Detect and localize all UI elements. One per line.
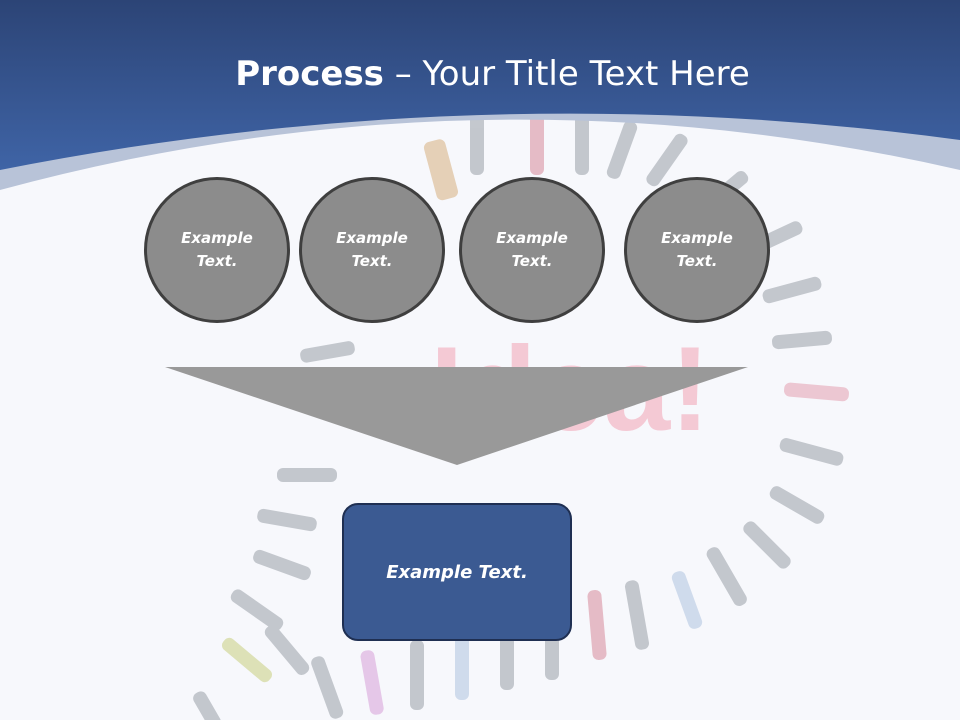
process-circle-2[interactable]: Example Text. bbox=[299, 177, 445, 323]
header-band bbox=[0, 0, 960, 170]
title-rest: – Your Title Text Here bbox=[383, 54, 750, 94]
funnel-triangle[interactable] bbox=[165, 367, 748, 465]
result-box[interactable]: Example Text. bbox=[342, 503, 572, 641]
process-circle-text: Example Text. bbox=[336, 229, 408, 270]
title-bold: Process bbox=[235, 54, 384, 94]
process-circle-text: Example Text. bbox=[181, 229, 253, 270]
process-circle-3[interactable]: Example Text. bbox=[459, 177, 605, 323]
process-circle-4[interactable]: Example Text. bbox=[624, 177, 770, 323]
process-circle-text: Example Text. bbox=[661, 229, 733, 270]
process-circle-1[interactable]: Example Text. bbox=[144, 177, 290, 323]
process-circle-text: Example Text. bbox=[496, 229, 568, 270]
result-text: Example Text. bbox=[386, 561, 528, 583]
slide-title: Process – Your Title Text Here bbox=[0, 52, 960, 96]
